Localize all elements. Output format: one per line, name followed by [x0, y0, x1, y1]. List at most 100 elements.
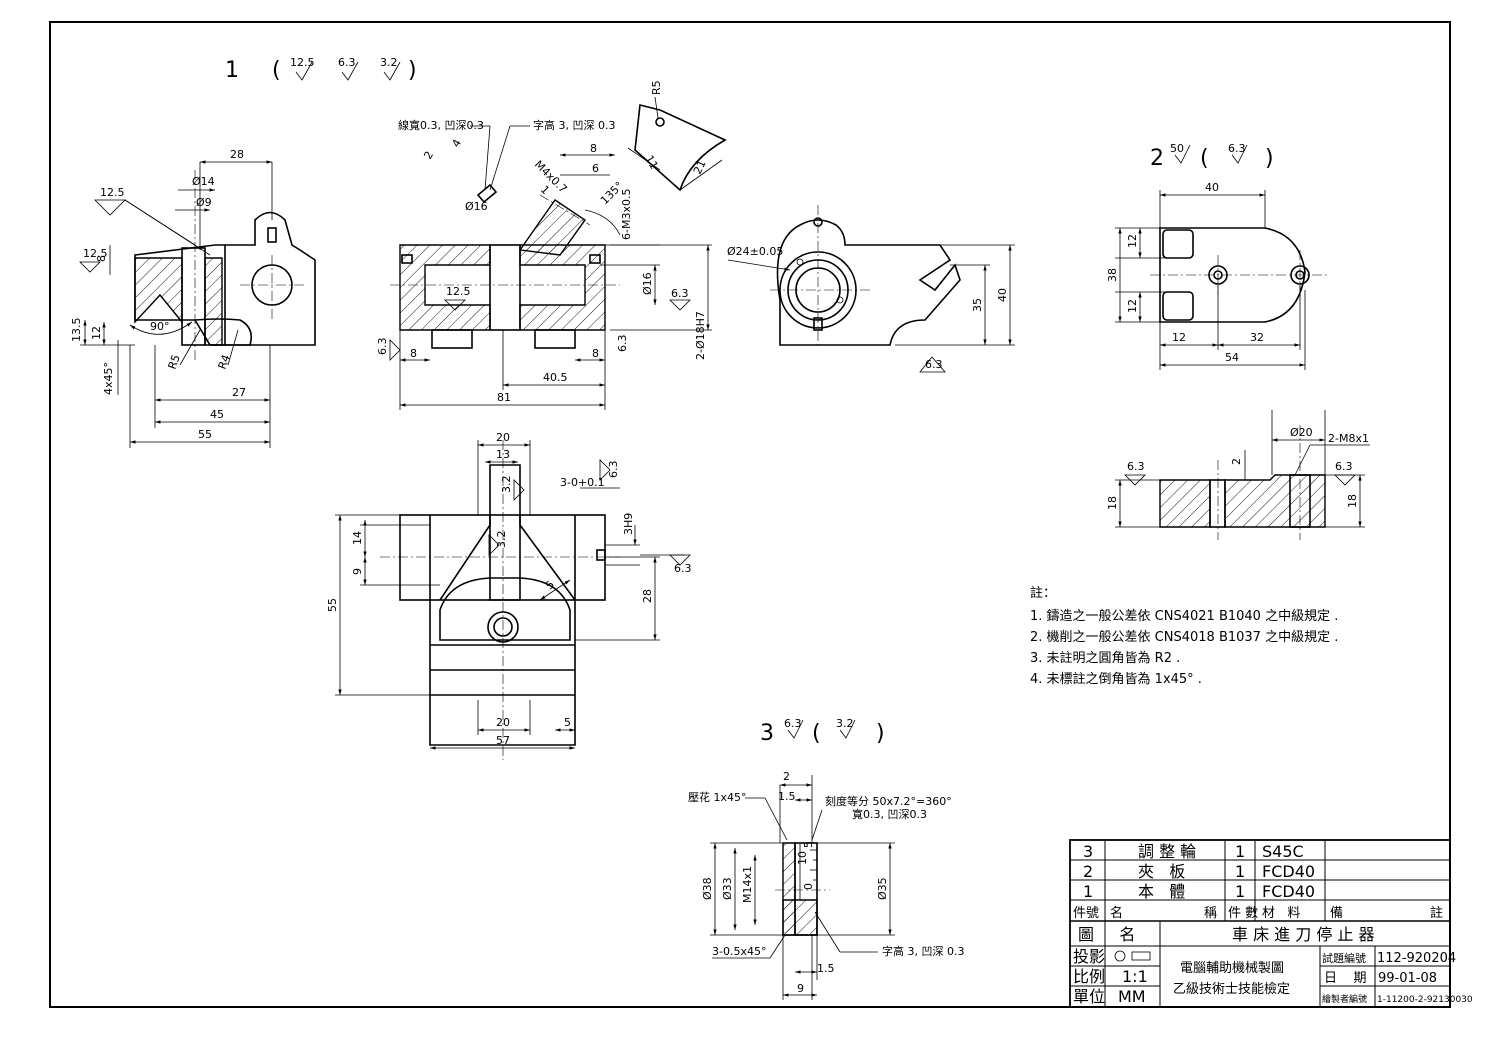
svg-text:1: 1 — [1235, 862, 1245, 881]
svg-text:1.5: 1.5 — [817, 962, 835, 975]
svg-text:12.5: 12.5 — [100, 186, 125, 199]
svg-text:備: 備 — [1330, 905, 1343, 921]
svg-text:6-M3x0.5: 6-M3x0.5 — [620, 189, 633, 240]
svg-text:3-0+0.1: 3-0+0.1 — [560, 476, 605, 489]
view3-section-view: 2 1.5 壓花 1x45° 刻度等分 50x7.2°=360° 寬0.3, 凹… — [688, 770, 964, 1000]
svg-text:刻度等分 50x7.2°=360°: 刻度等分 50x7.2°=360° — [825, 794, 952, 808]
svg-text:2: 2 — [1150, 146, 1164, 171]
svg-text:40: 40 — [996, 288, 1009, 302]
view2-header: 2 50 ( 6.3 ) — [1150, 142, 1274, 171]
svg-text:2: 2 — [783, 770, 790, 783]
svg-text:3.2: 3.2 — [836, 717, 854, 730]
svg-text:20: 20 — [496, 431, 510, 444]
svg-text:): ) — [408, 58, 417, 83]
svg-text:28: 28 — [230, 148, 244, 161]
part-name-1: 本 體 — [1138, 882, 1185, 901]
roughness-3-2: 3.2 — [380, 56, 398, 69]
svg-text:12: 12 — [1172, 331, 1186, 344]
svg-text:4: 4 — [449, 137, 464, 150]
svg-text:電腦輔助機械製圖: 電腦輔助機械製圖 — [1180, 961, 1284, 976]
svg-text:): ) — [1265, 146, 1274, 171]
svg-text:28: 28 — [641, 589, 654, 603]
svg-text:MM: MM — [1118, 987, 1146, 1006]
svg-text:名: 名 — [1110, 905, 1123, 921]
part-name-2: 夾 板 — [1138, 862, 1185, 881]
svg-text:寬0.3, 凹深0.3: 寬0.3, 凹深0.3 — [852, 807, 927, 821]
part-material-1: FCD40 — [1262, 882, 1315, 901]
svg-text:81: 81 — [497, 391, 511, 404]
svg-text:21: 21 — [691, 158, 709, 176]
svg-text:6.3: 6.3 — [1127, 460, 1145, 473]
svg-text:6.3: 6.3 — [674, 562, 692, 575]
svg-text:5: 5 — [564, 716, 571, 729]
svg-text:2: 2 — [421, 149, 436, 162]
svg-text:6: 6 — [592, 162, 599, 175]
svg-text:壓花 1x45°: 壓花 1x45° — [688, 791, 747, 804]
svg-text:6.3: 6.3 — [925, 358, 943, 371]
svg-text:投影: 投影 — [1073, 947, 1105, 966]
svg-text:38: 38 — [1106, 268, 1119, 282]
svg-text:1: 1 — [1235, 882, 1245, 901]
svg-text:45: 45 — [210, 408, 224, 421]
note-2: 2. 機削之一般公差依 CNS4018 B1037 之中級規定 . — [1030, 629, 1338, 645]
svg-text:12: 12 — [1126, 299, 1139, 313]
svg-text:2-M8x1: 2-M8x1 — [1328, 432, 1369, 445]
svg-text:Ø16: Ø16 — [465, 200, 488, 213]
svg-text:Ø24±0.05: Ø24±0.05 — [727, 245, 783, 258]
svg-text:6.3: 6.3 — [784, 717, 802, 730]
svg-text:10: 10 — [796, 851, 809, 865]
roughness-6-3: 6.3 — [338, 56, 356, 69]
svg-text:12: 12 — [1126, 234, 1139, 248]
view1-section-view: 線寬0.3, 凹深0.3 字高 3, 凹深 0.3 2 4 Ø16 M4x0.7… — [376, 80, 727, 410]
svg-text:9: 9 — [797, 982, 804, 995]
svg-text:(: ( — [272, 58, 281, 83]
svg-text:Ø20: Ø20 — [1290, 426, 1313, 439]
svg-text:3-0.5x45°: 3-0.5x45° — [712, 945, 766, 958]
view1-side-view: Ø24±0.05 35 40 6.3 — [727, 205, 1015, 373]
svg-text:14: 14 — [351, 531, 364, 545]
svg-text:件 數: 件 數 — [1228, 906, 1258, 921]
svg-text:5: 5 — [802, 841, 815, 848]
svg-text:(: ( — [1200, 146, 1209, 171]
svg-text:M14x1: M14x1 — [741, 866, 754, 903]
drawing-title: 車 床 進 刀 停 止 器 — [1232, 925, 1375, 944]
title-block-text: 3 調 整 輪 1 S45C 2 夾 板 1 FCD40 1 本 體 1 FCD… — [1073, 842, 1473, 1006]
svg-text:1: 1 — [538, 183, 552, 197]
svg-text:8: 8 — [590, 142, 597, 155]
svg-text:M4x0.7: M4x0.7 — [532, 158, 570, 196]
svg-text:55: 55 — [326, 598, 339, 612]
svg-text:): ) — [876, 721, 885, 746]
svg-text:比例: 比例 — [1073, 967, 1105, 986]
svg-text:8: 8 — [592, 347, 599, 360]
view1-left-view: 28 Ø14 Ø9 12.5 12.5 8 13.5 12 90° R5 R4 … — [70, 148, 316, 448]
svg-text:3.2: 3.2 — [500, 476, 513, 494]
svg-text:57: 57 — [496, 734, 510, 747]
svg-text:材 料: 材 料 — [1262, 906, 1300, 921]
notes-block: 註： 1. 鑄造之一般公差依 CNS4021 B1040 之中級規定 . 2. … — [1030, 586, 1338, 687]
view2-section-view: Ø20 2-M8x1 6.3 2 6.3 18 18 — [1106, 410, 1370, 540]
svg-text:Ø38: Ø38 — [701, 877, 714, 900]
svg-text:字高 3, 凹深 0.3: 字高 3, 凹深 0.3 — [533, 118, 615, 132]
svg-text:12: 12 — [90, 326, 103, 340]
svg-text:18: 18 — [1346, 494, 1359, 508]
svg-text:13: 13 — [496, 448, 510, 461]
svg-text:字高 3, 凹深 0.3: 字高 3, 凹深 0.3 — [882, 944, 964, 958]
title-block — [1069, 839, 1451, 1008]
svg-text:R4: R4 — [216, 353, 233, 371]
svg-text:日 期: 日 期 — [1324, 971, 1367, 986]
svg-text:8: 8 — [410, 347, 417, 360]
part-no-1: 1 — [1083, 882, 1093, 901]
svg-text:件號: 件號 — [1073, 906, 1099, 921]
svg-text:繪製者編號: 繪製者編號 — [1322, 993, 1367, 1005]
svg-text:Ø16: Ø16 — [641, 272, 654, 295]
view3-header: 3 6.3 ( 3.2 ) — [760, 717, 885, 746]
svg-text:Ø9: Ø9 — [196, 196, 212, 209]
svg-text:Ø33: Ø33 — [721, 877, 734, 900]
part-name-3: 調 整 輪 — [1138, 842, 1196, 861]
svg-text:3H9: 3H9 — [622, 513, 635, 535]
part-no-3: 3 — [1083, 842, 1093, 861]
svg-text:20: 20 — [496, 716, 510, 729]
part-no-2: 2 — [1083, 862, 1093, 881]
svg-text:6.3: 6.3 — [1335, 460, 1353, 473]
